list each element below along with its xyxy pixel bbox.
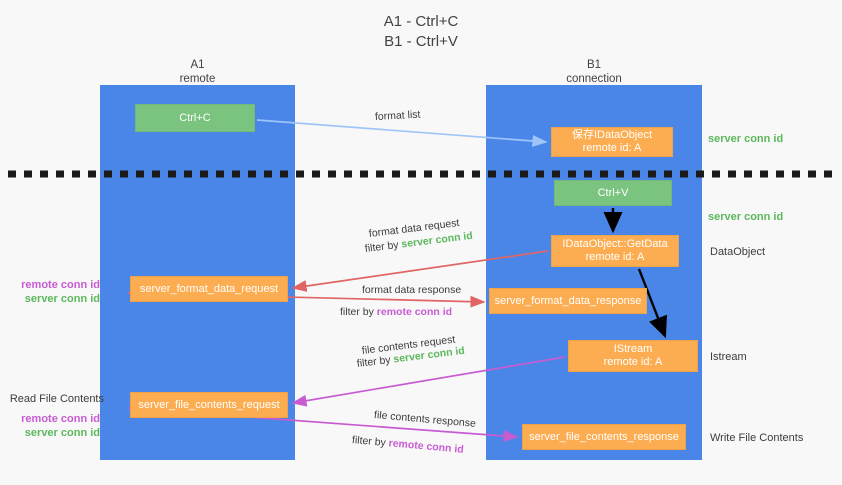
annotation-format-list: format list	[374, 108, 421, 123]
box-idataobject-getdata-line2: remote id: A	[585, 251, 645, 263]
lane-a1-name: A1	[190, 59, 205, 71]
label-read-file-contents: Read File Contents	[9, 393, 104, 405]
label-server-conn-id-upper: server conn id	[24, 293, 100, 305]
box-istream-line1: IStream	[613, 343, 653, 355]
title-line-1: A1 - Ctrl+C	[383, 13, 459, 30]
box-save-idataobject-line1: 保存IDataObject	[571, 129, 653, 141]
box-istream-line2: remote id: A	[603, 356, 663, 368]
filter-value-remote-conn-id: remote conn id	[376, 306, 453, 318]
box-server-format-data-response-label: server_format_data_response	[494, 294, 642, 307]
annotation-format-data-response-filter: filter by remote conn id	[340, 306, 452, 319]
box-server-file-contents-response[interactable]: server_file_contents_response	[522, 424, 686, 450]
label-conn-ids-lower: remote conn id server conn id	[10, 412, 100, 440]
box-idataobject-getdata[interactable]: IDataObject::GetData remote id: A	[551, 235, 679, 267]
box-ctrl-c-label: Ctrl+C	[179, 111, 211, 124]
box-ctrl-v[interactable]: Ctrl+V	[554, 180, 672, 206]
lane-b1-subtitle: connection	[566, 73, 622, 85]
label-remote-conn-id-lower: remote conn id	[21, 413, 100, 425]
filter-prefix: filter by	[364, 238, 403, 255]
box-server-file-contents-response-label: server_file_contents_response	[529, 430, 679, 443]
label-dataobject: DataObject	[710, 246, 766, 258]
annotation-format-data-response: format data response	[362, 284, 462, 296]
title-line-2: B1 - Ctrl+V	[384, 33, 458, 50]
box-ctrl-v-label: Ctrl+V	[597, 186, 629, 199]
filter-prefix: filter by	[351, 434, 390, 450]
lane-header-b1: B1 connection	[486, 58, 702, 86]
box-server-file-contents-request[interactable]: server_file_contents_request	[130, 392, 288, 418]
label-write-file-contents: Write File Contents	[710, 432, 804, 444]
filter-prefix: filter by	[340, 306, 377, 318]
filter-value-remote-conn-id: remote conn id	[388, 437, 465, 456]
label-remote-conn-id-upper: remote conn id	[21, 279, 100, 291]
box-server-format-data-request[interactable]: server_format_data_request	[130, 276, 288, 302]
box-istream[interactable]: IStream remote id: A	[568, 340, 698, 372]
annotation-file-contents-response-filter: filter by remote conn id	[351, 434, 465, 457]
lane-a1-subtitle: remote	[179, 73, 216, 85]
box-idataobject-getdata-line1: IDataObject::GetData	[562, 238, 668, 250]
box-ctrl-c[interactable]: Ctrl+C	[135, 104, 255, 132]
label-server-conn-id-lower: server conn id	[24, 427, 100, 439]
annotation-file-contents-response: file contents response	[373, 409, 477, 430]
box-server-format-data-response[interactable]: server_format_data_response	[489, 288, 647, 314]
label-conn-ids-upper: remote conn id server conn id	[10, 278, 100, 306]
label-server-conn-id-top: server conn id	[708, 133, 784, 145]
label-istream: Istream	[710, 351, 747, 363]
page-title: A1 - Ctrl+C B1 - Ctrl+V	[0, 12, 842, 52]
label-server-conn-id-mid: server conn id	[708, 211, 784, 223]
box-save-idataobject-line2: remote id: A	[582, 142, 642, 154]
box-save-idataobject[interactable]: 保存IDataObject remote id: A	[551, 127, 673, 157]
lane-header-a1: A1 remote	[100, 58, 295, 86]
box-server-format-data-request-label: server_format_data_request	[139, 282, 279, 295]
lane-b1-name: B1	[586, 59, 602, 71]
box-server-file-contents-request-label: server_file_contents_request	[138, 398, 280, 411]
